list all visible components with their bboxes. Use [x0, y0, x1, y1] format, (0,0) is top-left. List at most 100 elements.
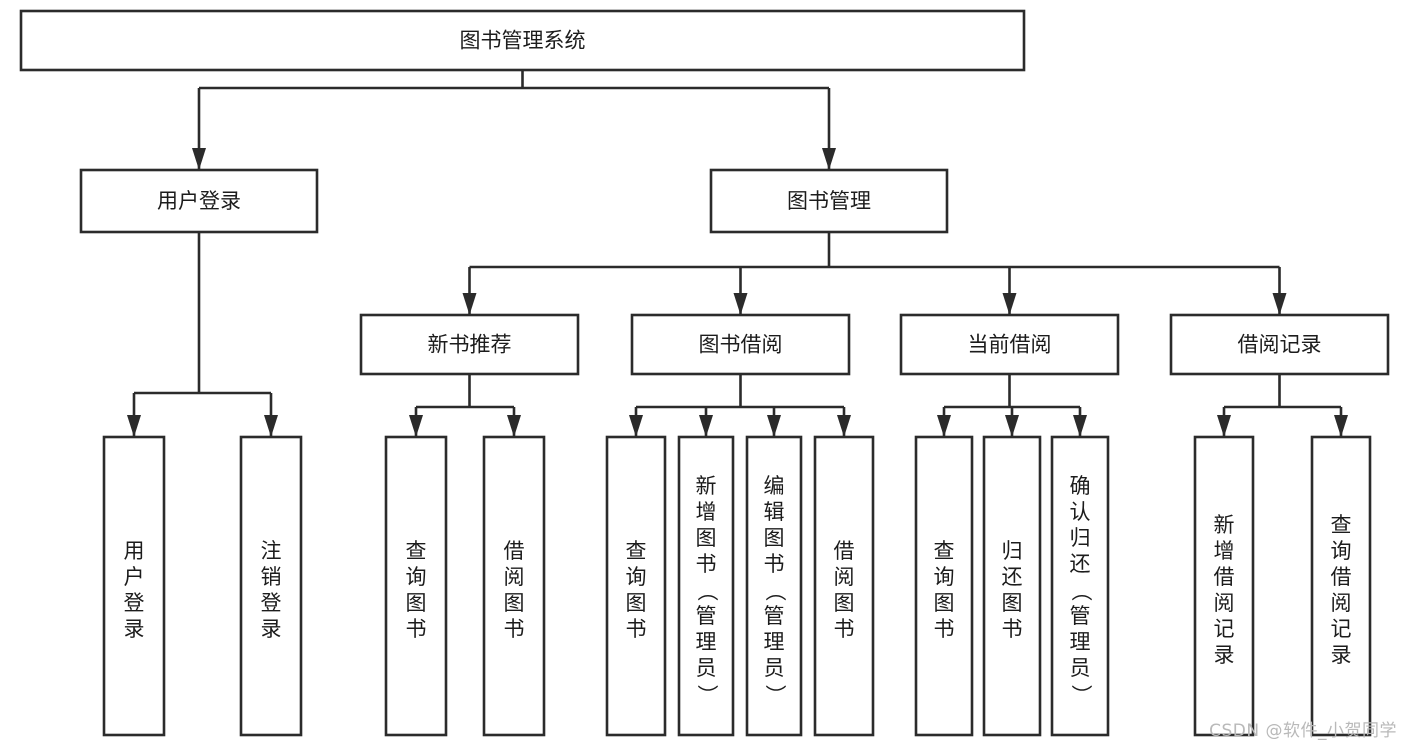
leaf-label-char: 图: [934, 591, 955, 615]
leaf-label-char: 书: [1002, 617, 1023, 641]
leaf-label-char: 销: [261, 565, 282, 589]
root-node[interactable]: 图书管理系统: [19, 9, 1026, 72]
leaf-label-char: 管: [1070, 604, 1091, 628]
leaf-label-char: 图: [626, 591, 647, 615]
leaf-label-char: 阅: [504, 565, 525, 589]
level3-box[interactable]: [1169, 313, 1390, 376]
leaf-node[interactable]: 用户登录: [102, 435, 166, 737]
leaf-label-char: 认: [1070, 500, 1091, 524]
leaf-label-char: 新: [1214, 513, 1235, 537]
leaf-label-char: 查: [1331, 513, 1352, 537]
leaf-label-char: 记: [1214, 617, 1235, 641]
leaf-label-char: 借: [504, 539, 525, 563]
arrow-head: [767, 415, 781, 437]
level2-node[interactable]: 用户登录: [79, 168, 319, 234]
level3-label: 新书推荐: [428, 333, 512, 357]
arrow-head: [462, 293, 477, 315]
level3-node[interactable]: 图书借阅: [630, 313, 851, 376]
level2-label: 用户登录: [157, 189, 241, 213]
leaf-label-char: （: [763, 580, 787, 601]
leaf-box[interactable]: [982, 435, 1042, 737]
leaf-label-char: 编: [764, 474, 785, 498]
leaf-label-char: 书: [764, 552, 785, 576]
leaf-label-char: 图: [696, 526, 717, 550]
leaf-box[interactable]: [384, 435, 448, 737]
arrow-head: [822, 148, 836, 170]
leaf-label-char: 归: [1070, 526, 1091, 550]
leaf-label-char: 书: [406, 617, 427, 641]
leaf-label-char: 询: [626, 565, 647, 589]
leaf-label-char: 询: [1331, 539, 1352, 563]
leaf-box[interactable]: [1310, 435, 1372, 737]
leaf-box[interactable]: [482, 435, 546, 737]
leaf-box[interactable]: [813, 435, 875, 737]
leaf-label-char: 增: [696, 500, 717, 524]
leaf-box[interactable]: [914, 435, 974, 737]
leaf-box[interactable]: [677, 435, 735, 737]
leaf-label-char: 新: [696, 474, 717, 498]
arrow-head: [1272, 293, 1287, 315]
level2-box[interactable]: [79, 168, 319, 234]
root-label: 图书管理系统: [460, 29, 586, 53]
leaf-label-char: 查: [934, 539, 955, 563]
leaf-label-char: 管: [696, 604, 717, 628]
leaf-label-char: 书: [934, 617, 955, 641]
leaf-label-char: 录: [124, 617, 145, 641]
arrow-head: [699, 415, 713, 437]
root-box[interactable]: [19, 9, 1026, 72]
leaf-label-char: 增: [1214, 539, 1235, 563]
leaf-box[interactable]: [605, 435, 667, 737]
leaf-box[interactable]: [1193, 435, 1255, 737]
leaf-label-char: 查: [406, 539, 427, 563]
leaf-label-char: 员: [764, 656, 785, 680]
level3-node[interactable]: 新书推荐: [359, 313, 580, 376]
level3-box[interactable]: [899, 313, 1120, 376]
arrow-head: [127, 415, 141, 437]
leaf-label-char: 图: [764, 526, 785, 550]
level3-label: 借阅记录: [1238, 333, 1322, 357]
leaf-label-char: 图: [1002, 591, 1023, 615]
arrow-head: [1334, 415, 1348, 437]
level3-box[interactable]: [630, 313, 851, 376]
leaf-box[interactable]: [102, 435, 166, 737]
leaf-box[interactable]: [239, 435, 303, 737]
leaf-label-char: 登: [124, 591, 145, 615]
leaf-label-char: 阅: [834, 565, 855, 589]
arrow-head: [629, 415, 643, 437]
level3-node[interactable]: 当前借阅: [899, 313, 1120, 376]
level3-label: 当前借阅: [968, 333, 1052, 357]
leaf-box[interactable]: [1050, 435, 1110, 737]
leaf-box[interactable]: [745, 435, 803, 737]
level3-box[interactable]: [359, 313, 580, 376]
leaf-label-char: 确: [1070, 474, 1091, 498]
leaf-label-char: ）: [695, 684, 719, 705]
level2-node[interactable]: 图书管理: [709, 168, 949, 234]
leaf-label-char: 员: [1070, 656, 1091, 680]
leaf-label-char: 图: [834, 591, 855, 615]
level3-node[interactable]: 借阅记录: [1169, 313, 1390, 376]
leaf-label-char: 归: [1002, 539, 1023, 563]
arrow-head: [409, 415, 423, 437]
arrow-head: [192, 148, 206, 170]
leaf-label-char: 查: [626, 539, 647, 563]
leaf-label-char: 询: [406, 565, 427, 589]
leaf-label-char: 借: [834, 539, 855, 563]
leaf-label-char: 员: [696, 656, 717, 680]
arrow-head: [1005, 415, 1019, 437]
arrow-head: [1073, 415, 1087, 437]
level2-box[interactable]: [709, 168, 949, 234]
leaf-label-char: 记: [1331, 617, 1352, 641]
